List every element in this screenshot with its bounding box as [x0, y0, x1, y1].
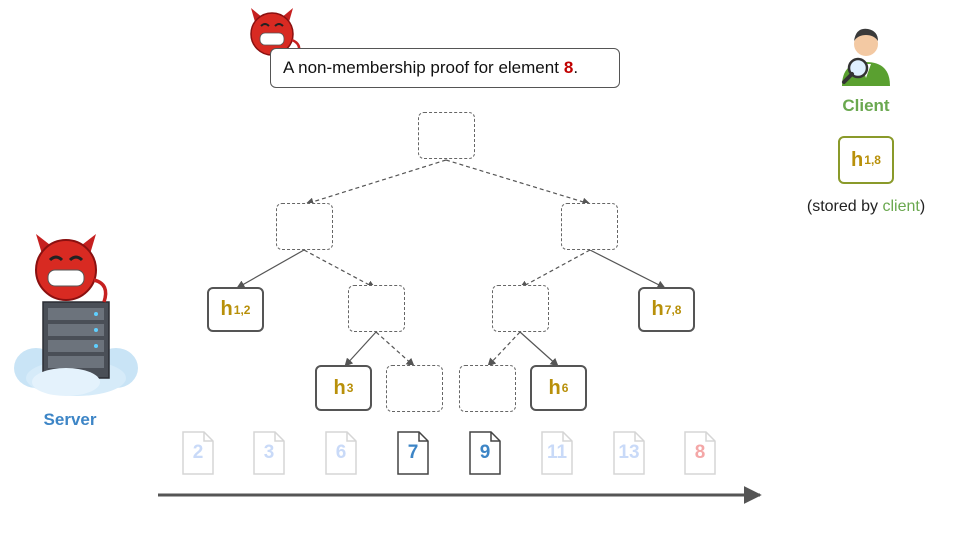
tree-node-l2-b: [348, 285, 405, 332]
edge-root-right: [445, 159, 591, 206]
edge-mid2-h6: [519, 331, 559, 367]
tree-node-l1-right: [561, 203, 618, 250]
leaf-label: 6: [335, 442, 347, 463]
client-label: Client: [842, 96, 890, 115]
tree-node-l2-c: [492, 285, 549, 332]
leaf-label: 8: [694, 442, 706, 463]
tree-node-root: [418, 112, 475, 159]
leaf-element: 9: [469, 431, 501, 475]
leaf-label: 3: [263, 442, 275, 463]
leaf-element: 7: [397, 431, 429, 475]
leaf-label: 11: [546, 442, 568, 463]
leaf-label: 9: [479, 442, 491, 463]
edge-left-mid: [303, 249, 376, 289]
document-icon: [469, 431, 501, 475]
leaf-element: 3: [253, 431, 285, 475]
edge-root-left: [305, 159, 447, 206]
leaf-element: 6: [325, 431, 357, 475]
server-icon: [14, 301, 138, 396]
document-icon: [684, 431, 716, 475]
server-label: Server: [43, 410, 97, 429]
leaf-element: 11: [541, 431, 573, 475]
edge-left-h12: [236, 249, 305, 289]
leaf-label: 7: [407, 442, 419, 463]
edge-mid-h3: [344, 331, 377, 367]
leaf-element: 8: [684, 431, 716, 475]
leaf-element: 2: [182, 431, 214, 475]
document-icon: [397, 431, 429, 475]
document-icon: [541, 431, 573, 475]
tree-edges: [236, 159, 666, 367]
leaf-label: 2: [192, 442, 204, 463]
speech-bubble: A non-membership proof for element 8 .: [270, 48, 620, 88]
client-person-icon: [842, 28, 890, 86]
speech-highlight: 8: [563, 58, 574, 77]
stored-caption: (stored by client): [806, 198, 926, 215]
document-icon: [613, 431, 645, 475]
leaf-element: 13: [613, 431, 645, 475]
speech-text: A non-membership proof for element: [283, 58, 559, 77]
tree-node-l3-b: [386, 365, 443, 412]
leaf-label: 13: [618, 442, 640, 463]
edge-mid-dash: [375, 331, 415, 367]
document-icon: [253, 431, 285, 475]
tree-node-l3-c: [459, 365, 516, 412]
document-icon: [182, 431, 214, 475]
edge-mid2-dash: [487, 331, 521, 367]
devil-large-icon: [35, 234, 108, 303]
edge-right-h78: [589, 249, 666, 289]
document-icon: [325, 431, 357, 475]
speech-end: .: [573, 58, 579, 77]
tree-node-l1-left: [276, 203, 333, 250]
edge-right-mid: [519, 249, 591, 289]
